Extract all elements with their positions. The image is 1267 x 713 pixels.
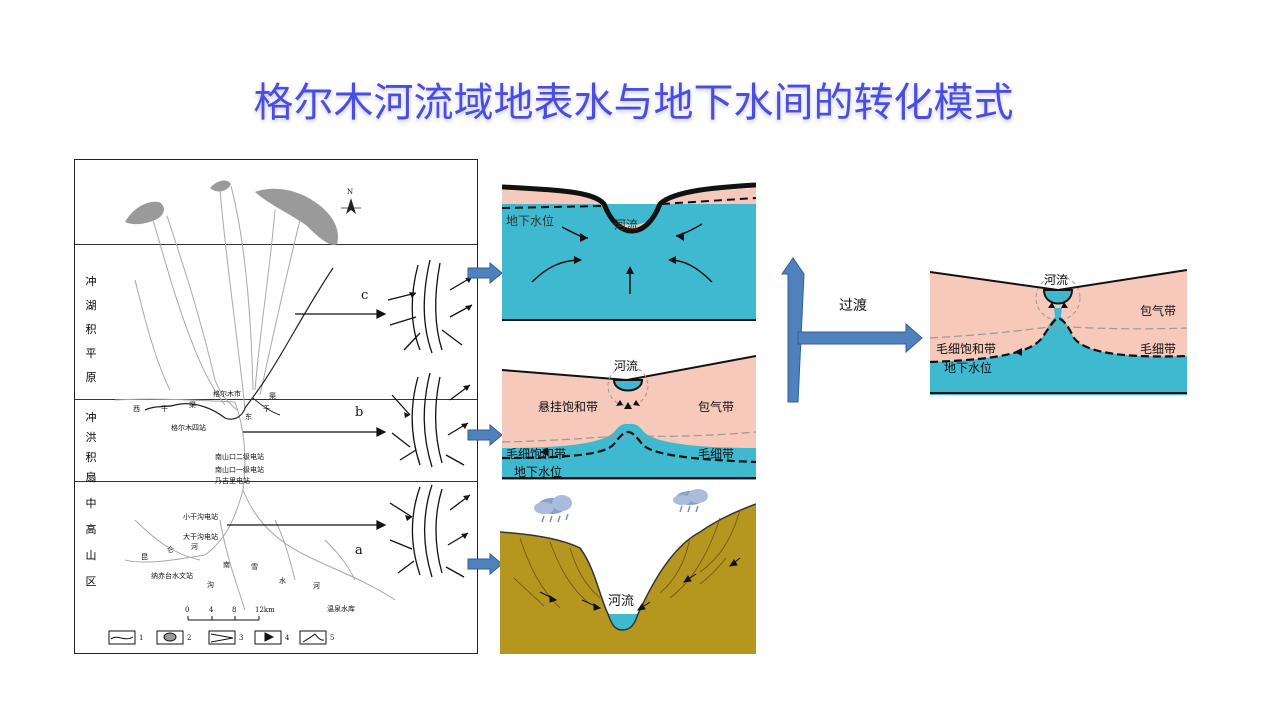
canal-char: 干 <box>161 405 168 413</box>
zone-divider <box>75 244 477 245</box>
transition-label: 过渡 <box>839 298 867 314</box>
scale-tick: 4 <box>209 606 214 614</box>
groundwater-label: 地下水位 <box>514 465 563 479</box>
place-wenquan: 温泉水库 <box>327 605 355 613</box>
basin-map: 冲 湖 积 平 原 冲 洪 积 扇 中 高 山 区 <box>74 159 478 654</box>
place-nanshankou1: 南山口一级电站 <box>215 466 264 474</box>
groundwater-label: 地下水位 <box>944 361 993 375</box>
canal-char: 渠 <box>269 392 276 400</box>
lake-west <box>125 201 164 225</box>
river-char: 仑 <box>167 546 174 554</box>
river-char: 河 <box>313 582 320 590</box>
label-b: b <box>355 405 364 420</box>
vadose-zone-label: 包气带 <box>698 400 735 414</box>
lake-north <box>210 180 231 192</box>
diagram-b-drawing <box>501 355 757 480</box>
zone-divider <box>75 399 477 400</box>
river-label: 河流 <box>608 594 635 609</box>
legend-num: 1 <box>139 634 144 642</box>
capillary-saturated-label: 毛细饱和带 <box>936 342 997 356</box>
legend <box>108 630 327 645</box>
river-char: 雪 <box>251 563 258 571</box>
river-char: 水 <box>279 577 286 585</box>
lake-east <box>255 188 339 245</box>
canal-char: 西 <box>133 405 140 413</box>
transition-arrow-icon <box>781 257 923 403</box>
diagram-transition: 河流 包气带 毛细饱和带 毛细带 地下水位 <box>929 268 1188 395</box>
diagram-a-drawing <box>499 489 757 654</box>
river-char: 昆 <box>141 553 148 561</box>
place-golmud: 格尔木市 <box>213 390 241 398</box>
rain-cloud-icon <box>534 495 572 523</box>
diagram-b: 河流 悬挂饱和带 包气带 毛细饱和带 毛细带 地下水位 <box>501 352 757 480</box>
place-dagan: 大干沟电站 <box>183 533 218 541</box>
place-golmud4: 格尔木四站 <box>171 424 206 432</box>
scale-bar <box>187 616 260 621</box>
scale-tick: 0 <box>185 606 190 614</box>
diagram-a: 河流 <box>499 488 757 654</box>
perched-zone-label: 悬挂饱和带 <box>538 400 599 414</box>
river-char: 沟 <box>207 581 214 589</box>
flow-sketches <box>387 259 473 578</box>
place-xiaogan: 小干沟电站 <box>183 513 218 521</box>
legend-num: 2 <box>187 634 192 642</box>
scale-tick: 12km <box>255 606 275 614</box>
main-river <box>144 267 334 420</box>
zone-divider <box>75 481 477 482</box>
connector-arrows <box>467 262 503 576</box>
canal-char: 东 <box>245 413 252 421</box>
river-label: 河流 <box>614 218 639 232</box>
vadose-zone-label: 包气带 <box>1140 304 1177 318</box>
label-c: c <box>361 288 369 303</box>
label-a: a <box>355 543 363 558</box>
river-char: 南 <box>223 561 230 569</box>
north-label: N <box>347 188 354 196</box>
north-arrow-icon <box>341 198 361 214</box>
river-label: 河流 <box>614 359 639 373</box>
diagram-c: 地下水位 河流 <box>501 182 757 323</box>
rain-cloud-icon <box>673 489 708 513</box>
canal-char: 干 <box>263 405 270 413</box>
diagram-transition-drawing <box>929 269 1188 395</box>
place-nanshankou2: 南山口二级电站 <box>215 453 264 461</box>
capillary-fringe-label: 毛细带 <box>1140 342 1177 356</box>
place-naiji: 乃吉里电站 <box>215 477 250 485</box>
capillary-saturated-label: 毛细饱和带 <box>506 447 567 461</box>
legend-num: 3 <box>239 634 244 642</box>
river-label: 河流 <box>1044 273 1069 287</box>
scale-tick: 8 <box>232 606 237 614</box>
capillary-fringe-label: 毛细带 <box>698 447 735 461</box>
place-nachitai: 纳赤台水文站 <box>151 572 193 580</box>
river-char: 河 <box>191 543 198 551</box>
legend-num: 4 <box>285 634 290 642</box>
legend-num: 5 <box>330 634 335 642</box>
diagram-c-drawing <box>501 182 757 323</box>
page-title: 格尔木河流域地表水与地下水间的转化模式 <box>253 80 1014 126</box>
map-drawing <box>108 180 396 645</box>
groundwater-label: 地下水位 <box>506 214 555 228</box>
canal-char: 渠 <box>189 401 196 409</box>
